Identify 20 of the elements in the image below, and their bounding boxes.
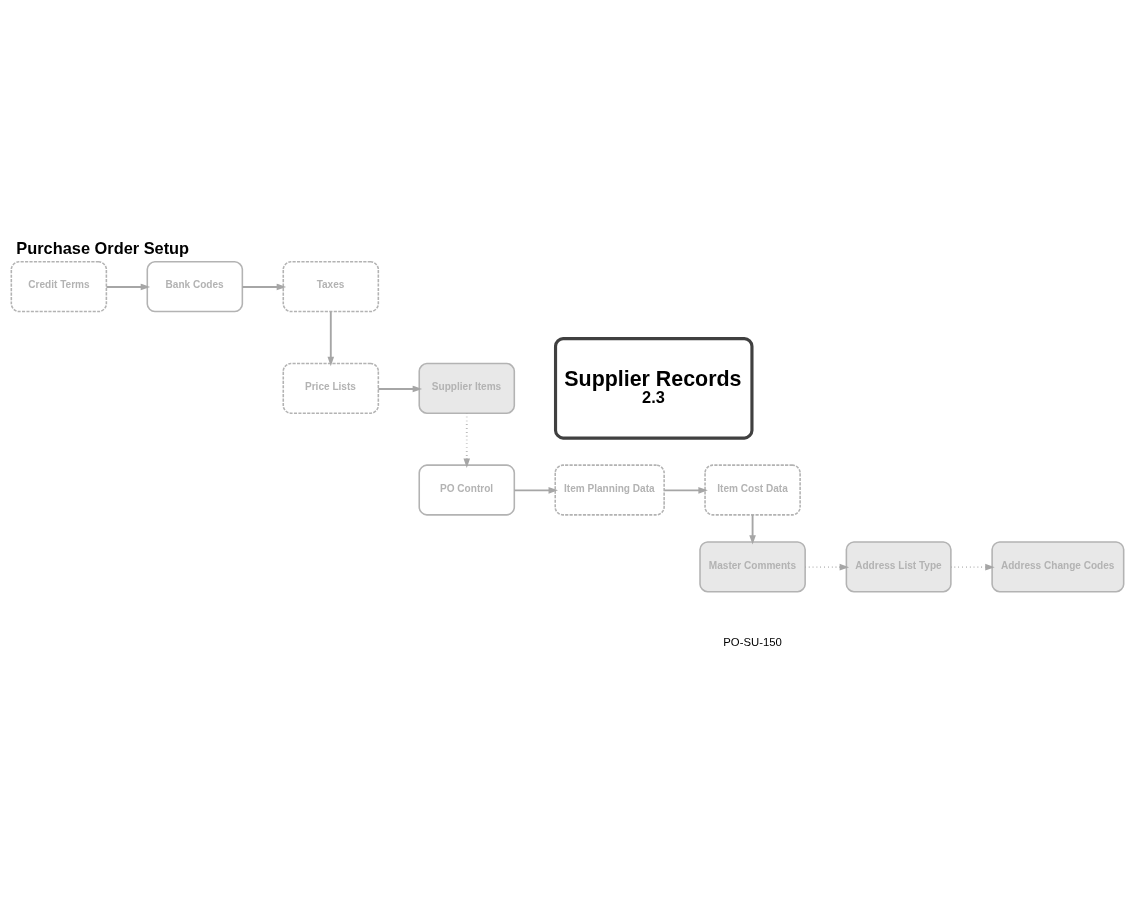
arrow: [804, 563, 850, 570]
arrow: [950, 563, 995, 570]
node-box: Item Cost Data: [704, 463, 801, 516]
arrow: [463, 411, 471, 468]
arrow: [749, 513, 756, 545]
diagram-title: Purchase Order Setup: [16, 238, 190, 256]
arrow: [663, 486, 708, 494]
arrow: [513, 486, 558, 494]
arrow: [377, 385, 423, 392]
node-box: PO Control: [418, 463, 516, 516]
label: PO-SU-150: [723, 635, 782, 648]
node-box: Price Lists: [282, 362, 380, 414]
node-box: Credit Terms: [10, 260, 108, 312]
arrow: [105, 283, 151, 290]
node-box: Supplier Records 2.3: [553, 336, 754, 440]
arrow: [327, 310, 335, 366]
node-box: Taxes: [282, 260, 380, 312]
node-box: Bank Codes: [146, 260, 244, 312]
node-box: Item Planning Data: [554, 463, 665, 516]
arrow: [241, 283, 287, 290]
